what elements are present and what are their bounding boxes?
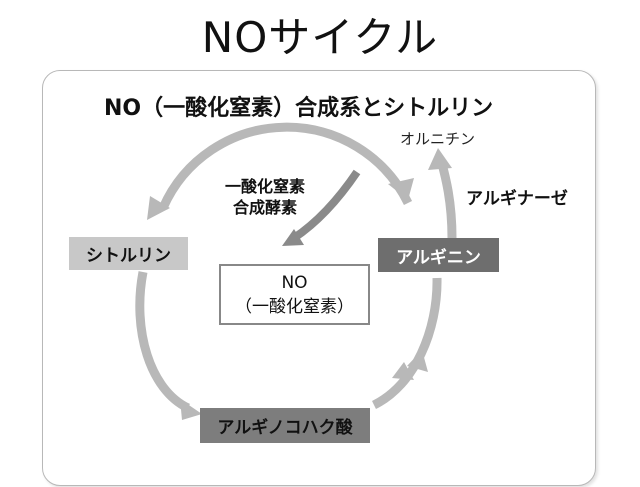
- arrowhead-right-lower: [392, 362, 414, 380]
- arrowhead-top-right: [388, 178, 414, 200]
- arrowhead-bottom-left: [180, 399, 202, 420]
- nos-line2: 合成酵素: [232, 198, 297, 217]
- citrulline-node: シトルリン: [69, 237, 188, 270]
- arginase-arrowhead: [428, 148, 452, 170]
- ornithine-label: オルニチン: [400, 130, 476, 148]
- no-node-line1: NO: [281, 272, 308, 293]
- arc-citrulline-to-argininosuccinate: [135, 271, 191, 413]
- no-node-line2: （一酸化窒素）: [235, 296, 354, 317]
- arrowhead-top-left: [147, 196, 170, 220]
- argininosuccinate-node: アルギノコハク酸: [200, 408, 370, 443]
- nos-arrow: [291, 169, 361, 242]
- arrowhead-right-up: [407, 350, 428, 372]
- arginase-label: アルギナーゼ: [466, 189, 568, 209]
- arc-argininosuccinate-to-arginine: [371, 277, 442, 410]
- arc-arginine-to-citrulline: [158, 122, 413, 210]
- nos-line1: 一酸化窒素: [224, 177, 305, 196]
- no-node: NO （一酸化窒素）: [219, 264, 370, 325]
- page-title: NOサイクル: [201, 13, 439, 62]
- diagram-subtitle: NO（一酸化窒素）合成系とシトルリン: [104, 96, 494, 121]
- arginase-arrow: [436, 158, 457, 239]
- nos-enzyme-label: 一酸化窒素 合成酵素: [206, 176, 324, 218]
- arginine-node: アルギニン: [378, 238, 499, 272]
- nos-arrowhead: [282, 229, 304, 246]
